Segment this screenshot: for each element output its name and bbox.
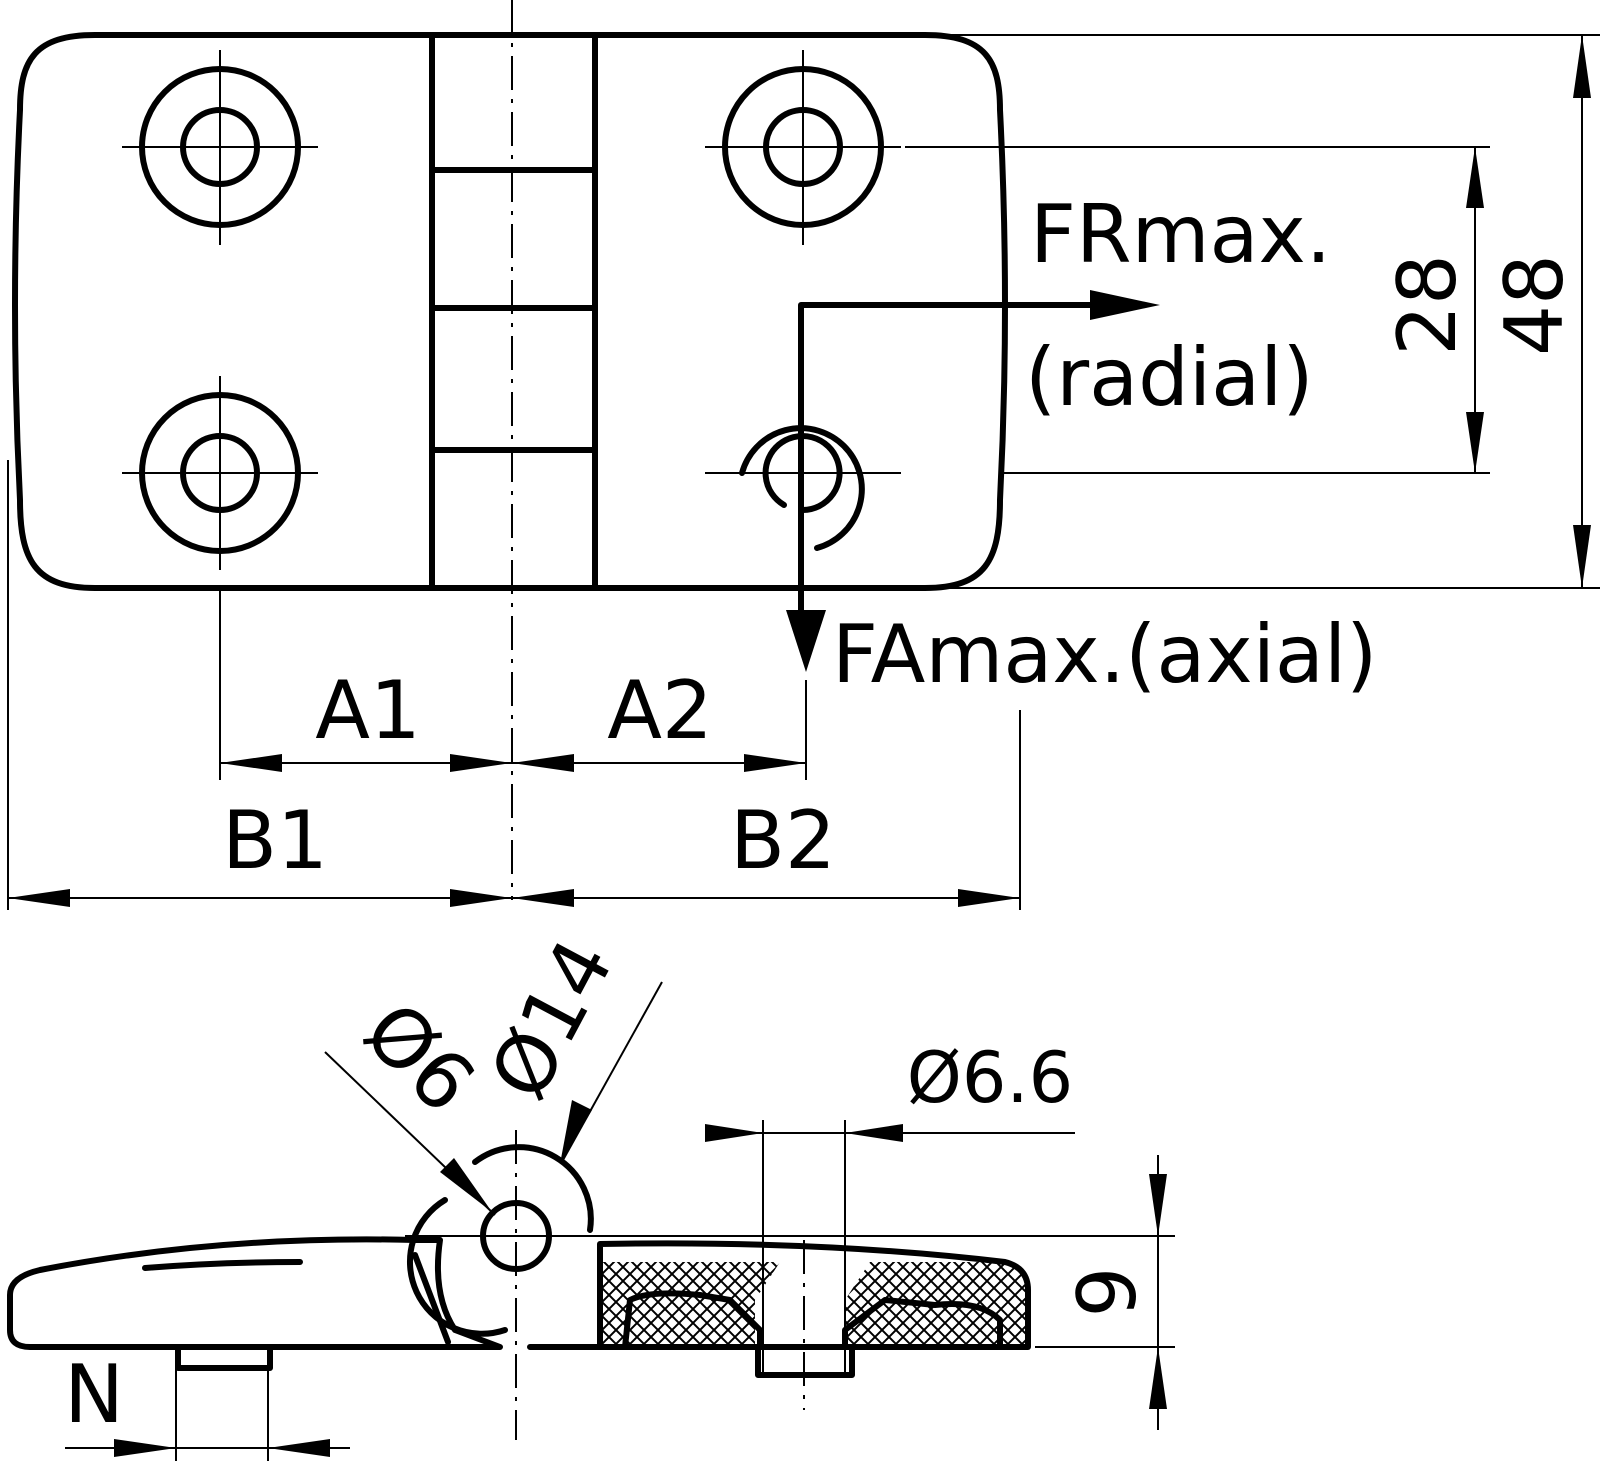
left-boss <box>175 1344 273 1371</box>
n-label: N <box>64 1348 124 1441</box>
hole-bottom-left <box>122 376 318 570</box>
hinge-top-view: FRmax. (radial) FAmax.(axial) 28 48 <box>7 0 1600 910</box>
b2-label: B2 <box>730 794 836 887</box>
hole-diameter-label: Ø6.6 <box>907 1037 1073 1119</box>
left-leaf-groove <box>142 1259 303 1271</box>
axial-force-arrow <box>786 477 826 672</box>
pin-diameter-callout: Ø6 <box>324 984 496 1216</box>
thickness-label: 9 <box>1061 1267 1154 1318</box>
knuckle-section <box>405 1130 645 1440</box>
pin-diameter-label: Ø6 <box>346 984 492 1130</box>
knuckle-diameter-callout: Ø14 <box>472 925 663 1164</box>
right-leaf-section <box>527 1120 1031 1410</box>
knuckle-diameter-label: Ø14 <box>472 925 631 1114</box>
fa-max-label: FAmax.(axial) <box>832 608 1377 701</box>
dimension-height: 48 <box>935 34 1600 589</box>
hole-diameter-dimension: Ø6.6 <box>705 1037 1075 1142</box>
b1-label: B1 <box>222 794 328 887</box>
left-leaf-profile <box>7 1236 503 1350</box>
dimension-a1-a2: A1 A2 <box>219 590 807 780</box>
hole-spacing-label: 28 <box>1381 254 1474 356</box>
dimension-hole-spacing: 28 <box>905 146 1490 474</box>
hinge-side-view: Ø6 Ø14 Ø6.6 9 <box>7 925 1175 1461</box>
a2-label: A2 <box>607 664 713 757</box>
thickness-dimension: 9 <box>590 1155 1175 1430</box>
fr-max-label: FRmax. <box>1030 188 1331 281</box>
hinge-outline <box>12 32 1008 591</box>
n-dimension: N <box>64 1348 350 1461</box>
radial-label: (radial) <box>1025 331 1314 424</box>
left-leaf-web <box>412 1252 451 1345</box>
radial-force-arrow <box>798 290 1160 558</box>
hole-top-right <box>705 50 901 245</box>
hole-top-left <box>122 50 318 245</box>
height-label: 48 <box>1488 254 1581 356</box>
a1-label: A1 <box>315 664 421 757</box>
dimension-b1-b2: B1 B2 <box>7 460 1021 910</box>
